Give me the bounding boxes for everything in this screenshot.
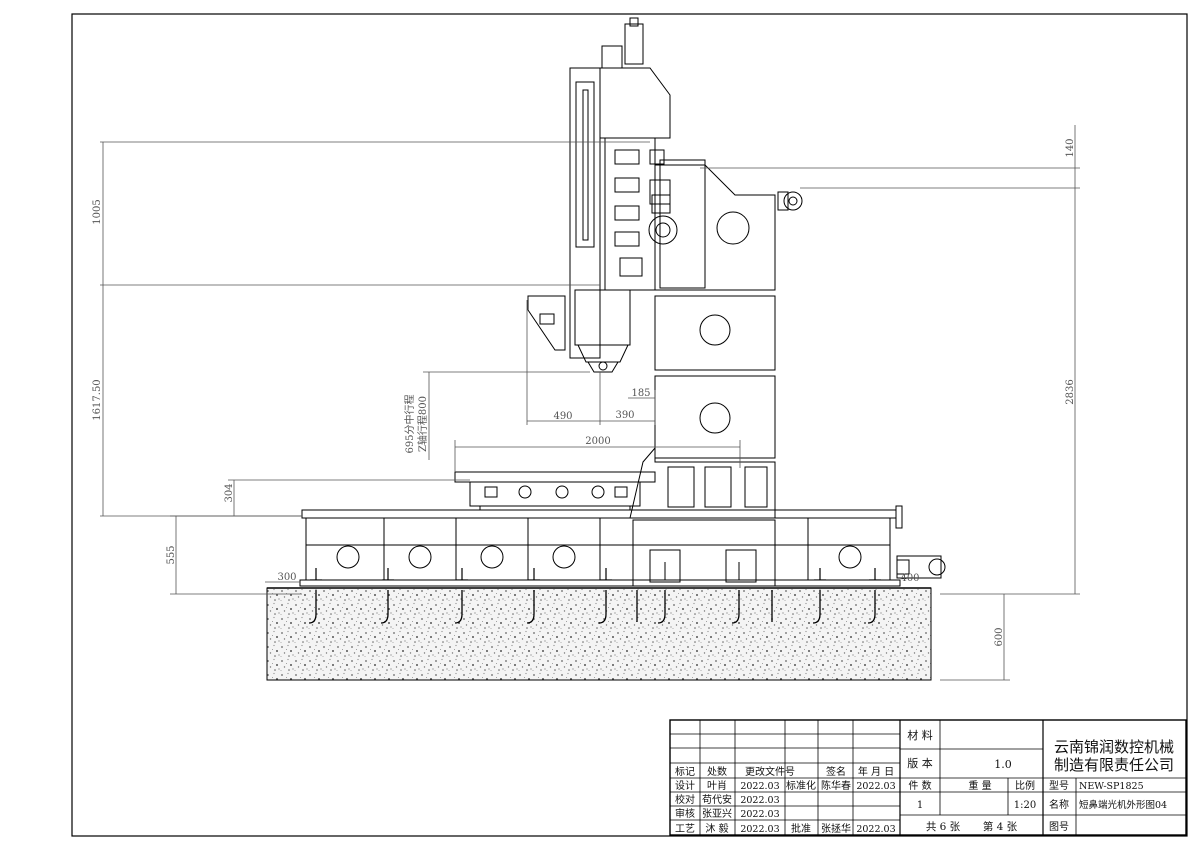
process-label: 工艺: [675, 823, 695, 835]
model-value: NEW-SP1825: [1079, 781, 1144, 792]
dim-185: 185: [631, 388, 650, 399]
review-label: 审核: [675, 807, 695, 820]
scale-label: 比例: [1015, 779, 1035, 792]
dim-2836: 2836: [1065, 379, 1076, 404]
check-date: 2022.03: [740, 795, 779, 806]
dim-300: 300: [277, 572, 296, 583]
dim-600: 600: [994, 627, 1005, 646]
model-label: 型号: [1049, 779, 1069, 792]
design-date: 2022.03: [740, 781, 779, 792]
approve-date: 2022.03: [856, 824, 895, 835]
sheet-number: 第 4 张: [983, 820, 1018, 833]
dim-400: 400: [900, 573, 919, 584]
process-date: 2022.03: [740, 824, 779, 835]
design-label: 设计: [675, 779, 695, 792]
dim-555: 555: [166, 545, 177, 564]
z-center-travel-label: 695分中行程: [403, 394, 416, 453]
sheets-total: 共 6 张: [926, 821, 961, 833]
checker-name: 苟代安: [702, 793, 732, 806]
dim-490: 490: [553, 411, 572, 422]
drawing-frame: [71, 13, 1188, 837]
pieces-label: 件 数: [908, 779, 931, 792]
dim-390: 390: [615, 410, 634, 421]
dim-304: 304: [224, 483, 235, 502]
date-label: 年 月 日: [858, 765, 894, 778]
version-label: 版 本: [907, 756, 933, 770]
y-axis-drive-motor: [895, 505, 946, 579]
processor-name: 沐 毅: [705, 822, 728, 835]
concrete-foundation: [266, 587, 932, 681]
company-name-line2: 制造有限责任公司: [1054, 756, 1174, 774]
anchor-bolts: [308, 590, 876, 624]
work-table: [454, 471, 656, 511]
spindle-headstock: [527, 17, 706, 373]
change-doc-label: 更改文件号: [745, 765, 795, 778]
weight-label: 重 量: [968, 779, 991, 792]
title-block-text: 材 料 版 本 1.0 云南锦润数控机械 制造有限责任公司 标记 处数 更改文件…: [675, 728, 1174, 835]
scale-value: 1:20: [1014, 800, 1036, 811]
dim-2000: 2000: [585, 436, 610, 447]
name-value: 短鼻端光机外形图04: [1079, 799, 1167, 811]
pieces-value: 1: [917, 800, 923, 811]
standard-name: 陈华春: [821, 779, 851, 792]
drawing-no-label: 图号: [1049, 821, 1069, 833]
machine-bed: [299, 509, 901, 587]
title-block: [669, 719, 1187, 836]
check-label: 校对: [675, 793, 695, 806]
company-name-line1: 云南锦润数控机械: [1054, 738, 1174, 756]
dim-1005: 1005: [92, 199, 103, 224]
dimension-labels: 1005 1617.50 304 555 300 140 2836 600 18…: [92, 138, 1076, 646]
approver-name: 张拯华: [821, 822, 851, 835]
dim-140: 140: [1065, 138, 1076, 157]
approve-label: 批准: [791, 822, 811, 835]
name-label: 名称: [1049, 798, 1069, 811]
designer-name: 叶肖: [707, 779, 727, 792]
reviewer-name: 张亚兴: [702, 808, 732, 820]
standard-date: 2022.03: [856, 781, 895, 792]
mark-label: 标记: [675, 766, 695, 778]
material-label: 材 料: [907, 728, 933, 742]
count-label: 处数: [707, 765, 727, 778]
z-travel-label: Z轴行程800: [416, 396, 429, 452]
version-value: 1.0: [994, 758, 1012, 771]
dim-1617-50: 1617.50: [92, 379, 103, 420]
dimension-lines: [100, 125, 1080, 681]
sign-label: 签名: [826, 765, 846, 778]
standard-label: 标准化: [786, 779, 816, 792]
review-date: 2022.03: [740, 809, 779, 820]
